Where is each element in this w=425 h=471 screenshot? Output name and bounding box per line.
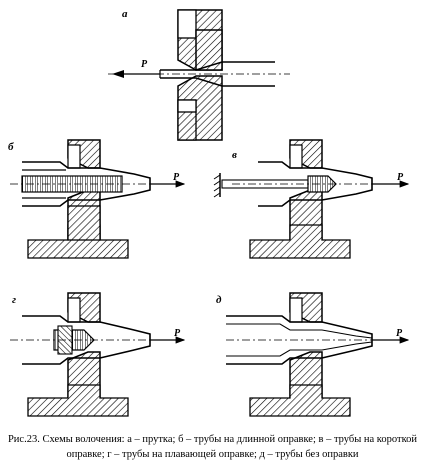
force-label-a: P [141, 59, 148, 70]
label-b: б [8, 141, 14, 153]
scheme-d-tube-no-mandrel: д P [216, 292, 410, 417]
label-a: а [122, 8, 128, 20]
force-label-d: P [396, 328, 403, 339]
label-d: д [216, 294, 222, 306]
scheme-a-rod: а P [108, 8, 290, 141]
force-label-b: P [173, 172, 180, 183]
scheme-g-tube-floating-mandrel: г P [10, 292, 186, 417]
scheme-v-tube-short-mandrel: в P [213, 139, 410, 259]
force-label-g: P [174, 328, 181, 339]
label-g: г [12, 294, 16, 306]
scheme-b-tube-long-mandrel: б P [8, 139, 186, 259]
figure-caption: Рис.23. Схемы волочения: а – прутка; б –… [7, 434, 418, 460]
force-label-v: P [397, 172, 404, 183]
label-v: в [232, 149, 237, 161]
